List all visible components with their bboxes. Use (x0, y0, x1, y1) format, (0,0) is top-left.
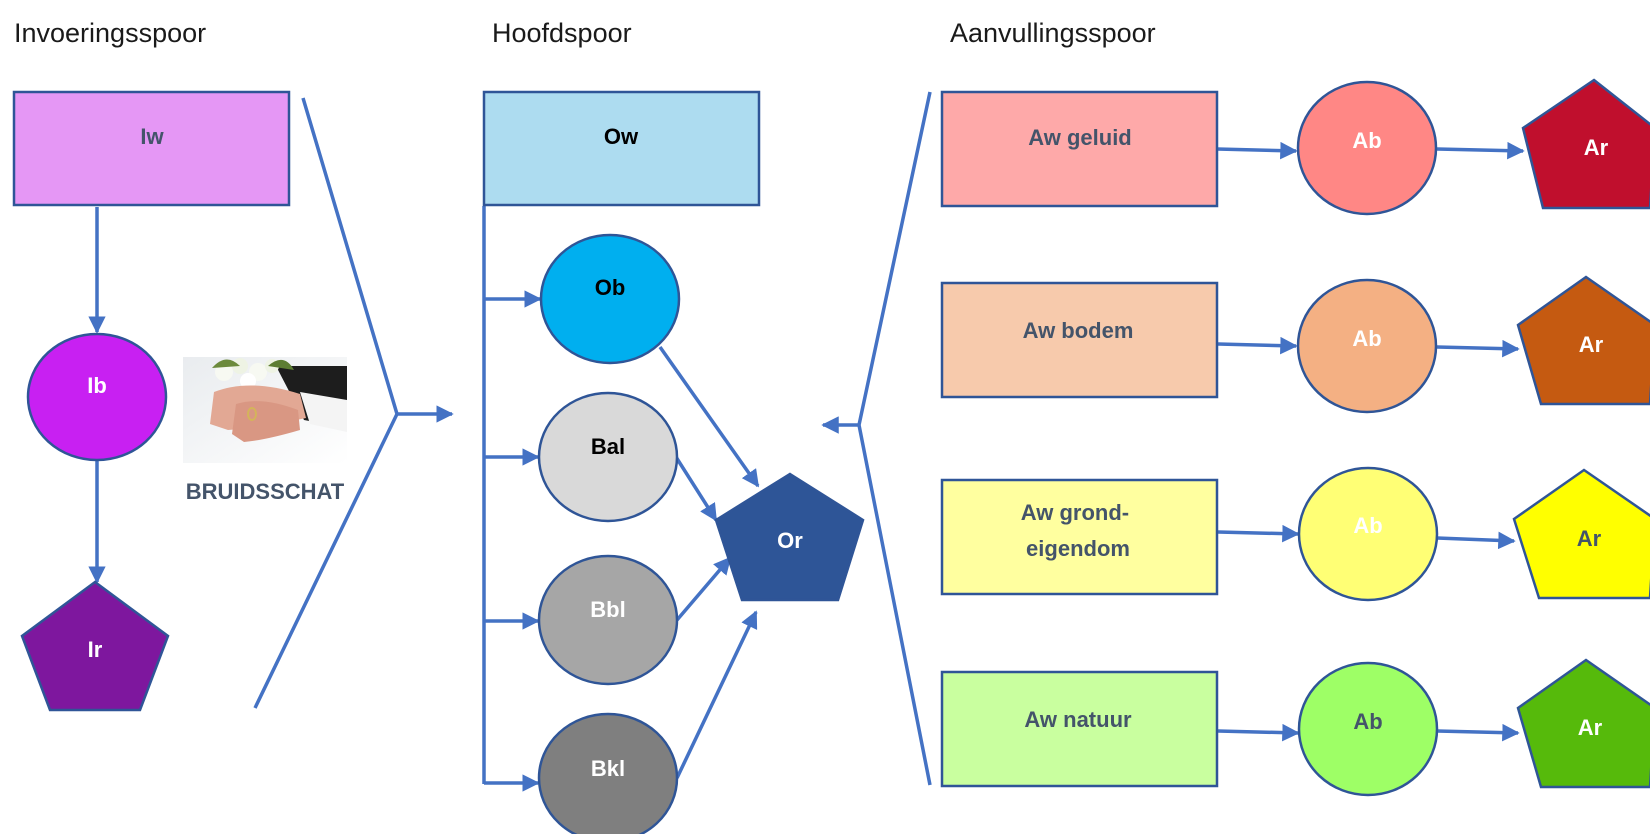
ow-box (482, 90, 761, 207)
node-bal: Bal (537, 391, 679, 523)
ar-label: Ar (1579, 332, 1604, 357)
hoofd-track: Ow Ob Bal Bbl Bkl Or (482, 90, 865, 834)
aanvulling-row: Aw bodem Ab Ar (940, 275, 1650, 414)
heading-aanvullingssporen: Aanvullingsspoor (950, 18, 1156, 48)
aw-label-line: Aw grond- (1021, 500, 1129, 525)
arrow-bal-or (674, 456, 718, 522)
aw-label: Aw bodem (1023, 318, 1134, 343)
arrow-aw-ab (1217, 524, 1300, 543)
node-ob: Ob (539, 233, 681, 365)
ar-label: Ar (1577, 526, 1602, 551)
ar-pentagon (1512, 468, 1650, 600)
ab-circle (1297, 661, 1439, 797)
aanvulling-row: Aw grond- eigendom Ab Ar (940, 466, 1650, 602)
aw-label-line: Aw natuur (1024, 707, 1132, 732)
ab-label: Ab (1352, 128, 1381, 153)
or-pentagon (714, 472, 865, 602)
aw-label-line: eigendom (1026, 536, 1130, 561)
ow-label: Ow (604, 124, 639, 149)
node-or: Or (714, 472, 865, 602)
node-iw: Iw (12, 90, 291, 207)
ab-circle (1296, 80, 1438, 216)
aw-label-line: Aw geluid (1028, 125, 1132, 150)
bal-circle (537, 391, 679, 523)
bbl-circle (537, 554, 679, 686)
heading-invoeringsspoor: Invoeringsspoor (14, 18, 206, 48)
arrow-ab-ar (1436, 339, 1520, 358)
ir-pentagon (20, 580, 170, 712)
aw-label: Aw grond- eigendom (1021, 500, 1135, 561)
bruidsschat-caption: BRUIDSSCHAT (186, 479, 345, 504)
aw-label-line: Aw bodem (1023, 318, 1134, 343)
invoering-track: Iw Ib Ir (12, 90, 454, 712)
ab-label: Ab (1353, 709, 1382, 734)
or-label: Or (777, 528, 803, 553)
node-ir: Ir (20, 580, 170, 712)
ab-label: Ab (1352, 326, 1381, 351)
arrow-bkl-or (675, 610, 758, 779)
ar-label: Ar (1578, 715, 1603, 740)
ab-label: Ab (1353, 513, 1382, 538)
aanvulling-track: Aw geluid Ab Ar Aw bodem Ab Ar Aw grond- (821, 78, 1650, 797)
heading-hoofdspoor: Hoofdspoor (492, 18, 632, 48)
aanvulling-row: Aw geluid Ab Ar (940, 78, 1650, 216)
ib-label: Ib (87, 373, 107, 398)
bal-label: Bal (591, 434, 625, 459)
aw-label: Aw natuur (1024, 707, 1132, 732)
aw-box (940, 670, 1219, 788)
bkl-circle (537, 712, 679, 834)
iw-box (12, 90, 291, 207)
node-bkl: Bkl (537, 712, 679, 834)
aw-label: Aw geluid (1028, 125, 1132, 150)
ar-label: Ar (1584, 135, 1609, 160)
arrow-bbl-or (675, 556, 732, 622)
arrow-ob-or (658, 345, 760, 488)
arrow-aw-ab (1217, 336, 1298, 355)
ab-circle (1296, 278, 1438, 414)
wedding-hands-icon (210, 358, 347, 442)
ib-circle (26, 332, 168, 462)
aw-box (940, 478, 1219, 596)
bruidsschat-image: BRUIDSSCHAT (183, 357, 347, 504)
aw-box (940, 90, 1219, 208)
ir-label: Ir (88, 637, 103, 662)
node-ib: Ib (26, 332, 168, 462)
arrow-ab-ar (1436, 723, 1520, 742)
node-ow: Ow (482, 90, 761, 207)
ar-pentagon (1516, 658, 1650, 789)
ob-label: Ob (595, 275, 626, 300)
node-bbl: Bbl (537, 554, 679, 686)
aw-box (940, 281, 1219, 399)
ar-pentagon (1516, 275, 1650, 406)
arrow-ab-ar (1436, 531, 1516, 550)
ar-pentagon (1521, 78, 1650, 210)
arrow-ab-ar (1436, 141, 1525, 160)
iw-label: Iw (140, 124, 164, 149)
bbl-label: Bbl (590, 597, 625, 622)
ob-circle (539, 233, 681, 365)
arrow-aw-ab (1217, 723, 1300, 742)
chevron-left-bracket (857, 91, 932, 786)
ab-circle (1297, 466, 1439, 602)
bkl-label: Bkl (591, 756, 625, 781)
arrow-aw-ab (1216, 141, 1298, 160)
aanvulling-row: Aw natuur Ab Ar (940, 658, 1650, 797)
